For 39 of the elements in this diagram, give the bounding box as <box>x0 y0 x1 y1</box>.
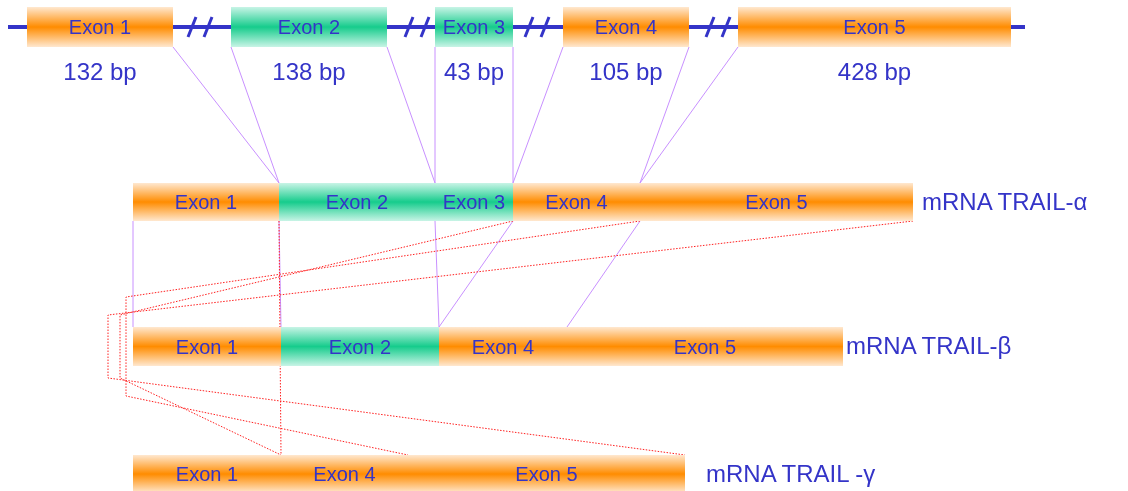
connector-line <box>386 46 436 184</box>
exon-bar: Exon 2 <box>281 327 439 366</box>
length-label: 428 bp <box>836 60 913 84</box>
exon-bar: Exon 2 <box>279 183 435 221</box>
exon-bar: Exon 5 <box>567 327 843 366</box>
connector-line <box>434 220 440 328</box>
exon-bar: Exon 1 <box>133 327 281 366</box>
connector-line <box>512 46 514 184</box>
connector-line <box>639 46 690 184</box>
exon-bar: Exon 3 <box>435 183 513 221</box>
connector-line <box>278 220 282 456</box>
exon-bar: Exon 5 <box>738 7 1011 47</box>
transcript-label: mRNA TRAIL -γ <box>706 459 876 489</box>
exon-bar: Exon 4 <box>563 7 689 47</box>
transcript-label: mRNA TRAIL-α <box>922 187 1088 217</box>
connector-line <box>278 220 282 328</box>
exon-bar: Exon 1 <box>133 455 281 491</box>
transcript-label: mRNA TRAIL-β <box>846 331 1012 361</box>
connector-line <box>434 46 436 184</box>
exon-bar: Exon 5 <box>408 455 685 491</box>
connector-line <box>172 46 280 184</box>
exon-bar: Exon 4 <box>439 327 567 366</box>
exon-bar: Exon 2 <box>231 7 387 47</box>
connector-line <box>512 46 564 184</box>
length-label: 132 bp <box>62 60 138 84</box>
connector-line <box>438 220 514 328</box>
exon-bar: Exon 1 <box>27 7 173 47</box>
exon-bar: Exon 4 <box>513 183 640 221</box>
connector-line <box>566 220 641 328</box>
length-label: 43 bp <box>442 60 506 84</box>
connector-line <box>639 46 739 184</box>
exon-bar: Exon 3 <box>435 7 513 47</box>
length-label: 138 bp <box>271 60 347 84</box>
connector-line <box>132 220 134 328</box>
length-label: 105 bp <box>588 60 664 84</box>
exon-bar: Exon 1 <box>133 183 279 221</box>
connector-line <box>230 46 280 184</box>
exon-bar: Exon 4 <box>281 455 408 491</box>
exon-bar: Exon 5 <box>640 183 913 221</box>
